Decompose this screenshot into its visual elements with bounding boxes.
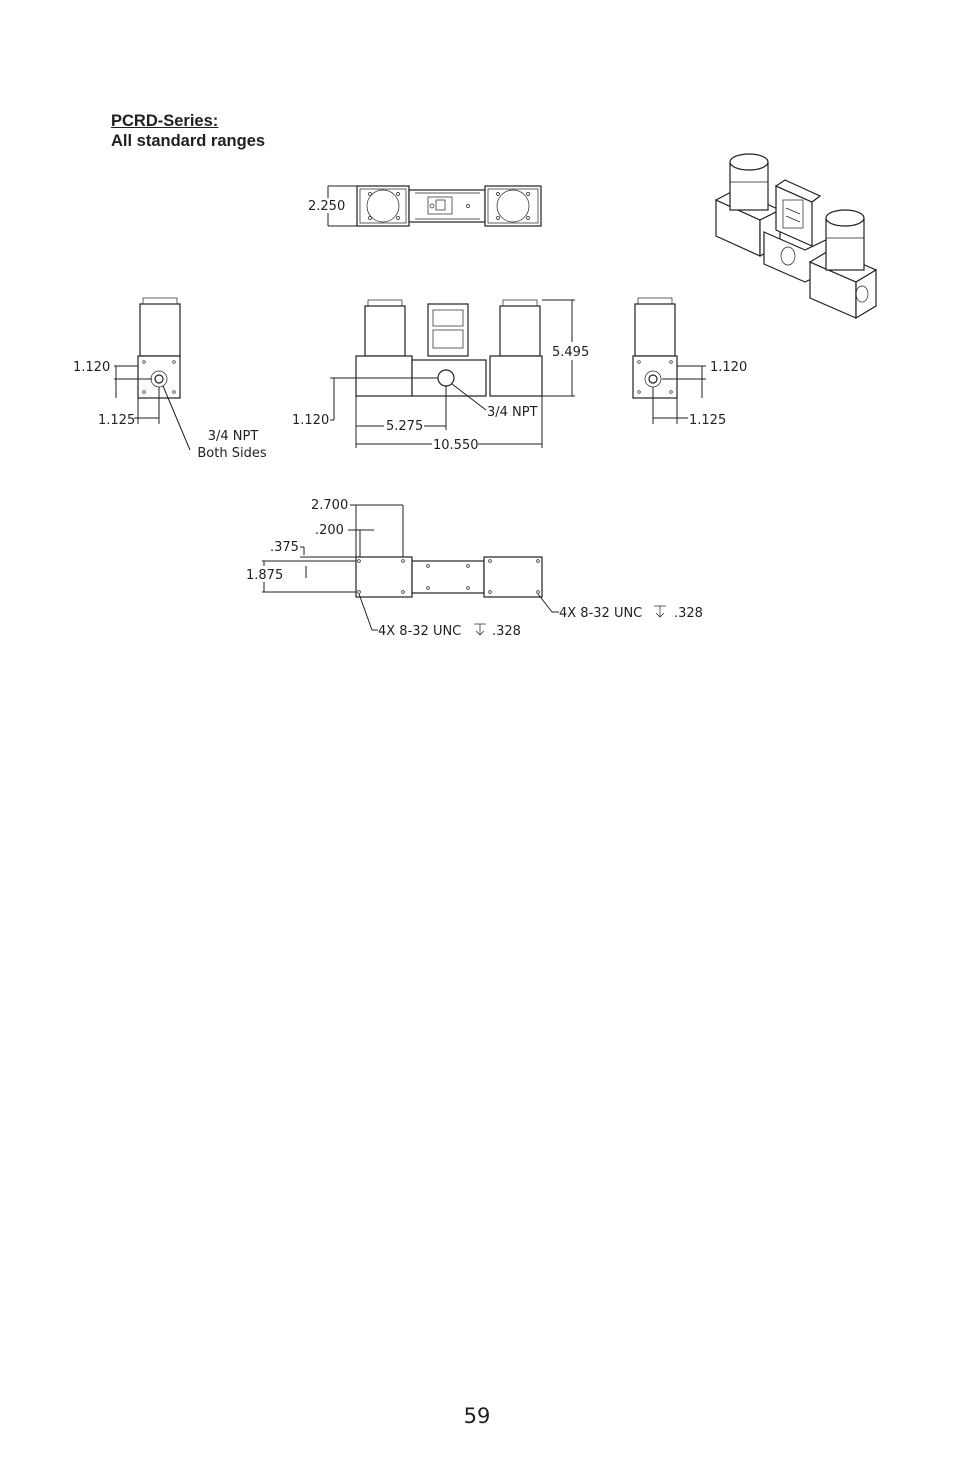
callout-label: .328 bbox=[674, 606, 703, 621]
isometric-view bbox=[714, 153, 878, 320]
dim-right-port: 1.120 1.125 bbox=[652, 360, 747, 428]
dim-label: .375 bbox=[270, 540, 299, 555]
front-view bbox=[355, 299, 543, 397]
dim-label: 2.700 bbox=[311, 498, 348, 513]
left-side-view bbox=[137, 297, 181, 399]
depth-symbol-icon bbox=[654, 605, 666, 618]
callout-label: Both Sides bbox=[197, 446, 266, 461]
depth-symbol-icon bbox=[474, 623, 486, 636]
section-heading: PCRD-Series: All standard ranges bbox=[111, 111, 265, 151]
bottom-view bbox=[355, 556, 543, 598]
dim-label: 5.275 bbox=[386, 419, 423, 434]
dim-label: 1.125 bbox=[689, 413, 726, 428]
dim-top-view-depth: 2.250 bbox=[308, 185, 357, 227]
dim-label: 2.250 bbox=[308, 199, 345, 214]
dim-front: 5.495 1.120 5.275 10.550 3/4 NPT bbox=[292, 299, 589, 453]
dim-label: 1.875 bbox=[246, 568, 283, 583]
dim-label: .200 bbox=[315, 523, 344, 538]
dim-label: 1.120 bbox=[292, 413, 329, 428]
callout-label: 3/4 NPT bbox=[487, 405, 538, 420]
top-view bbox=[356, 185, 542, 227]
callout-label: 3/4 NPT bbox=[208, 429, 259, 444]
right-side-view bbox=[632, 297, 678, 399]
dim-label: 1.120 bbox=[710, 360, 747, 375]
page-number: 59 bbox=[463, 1404, 491, 1428]
dim-label: 5.495 bbox=[552, 345, 589, 360]
callout-label: 4X 8-32 UNC bbox=[378, 624, 461, 639]
series-title: PCRD-Series: bbox=[111, 112, 219, 130]
dim-bottom: 2.700 .200 .375 1.875 4X 8-32 UNC .328 4… bbox=[246, 498, 703, 639]
dim-label: 1.125 bbox=[98, 413, 135, 428]
callout-label: 4X 8-32 UNC bbox=[559, 606, 642, 621]
dim-label: 10.550 bbox=[433, 438, 479, 453]
callout-label: .328 bbox=[492, 624, 521, 639]
dim-label: 1.120 bbox=[73, 360, 110, 375]
dim-left-port: 1.120 1.125 3/4 NPT Both Sides bbox=[73, 360, 267, 461]
series-subtitle: All standard ranges bbox=[111, 132, 266, 150]
